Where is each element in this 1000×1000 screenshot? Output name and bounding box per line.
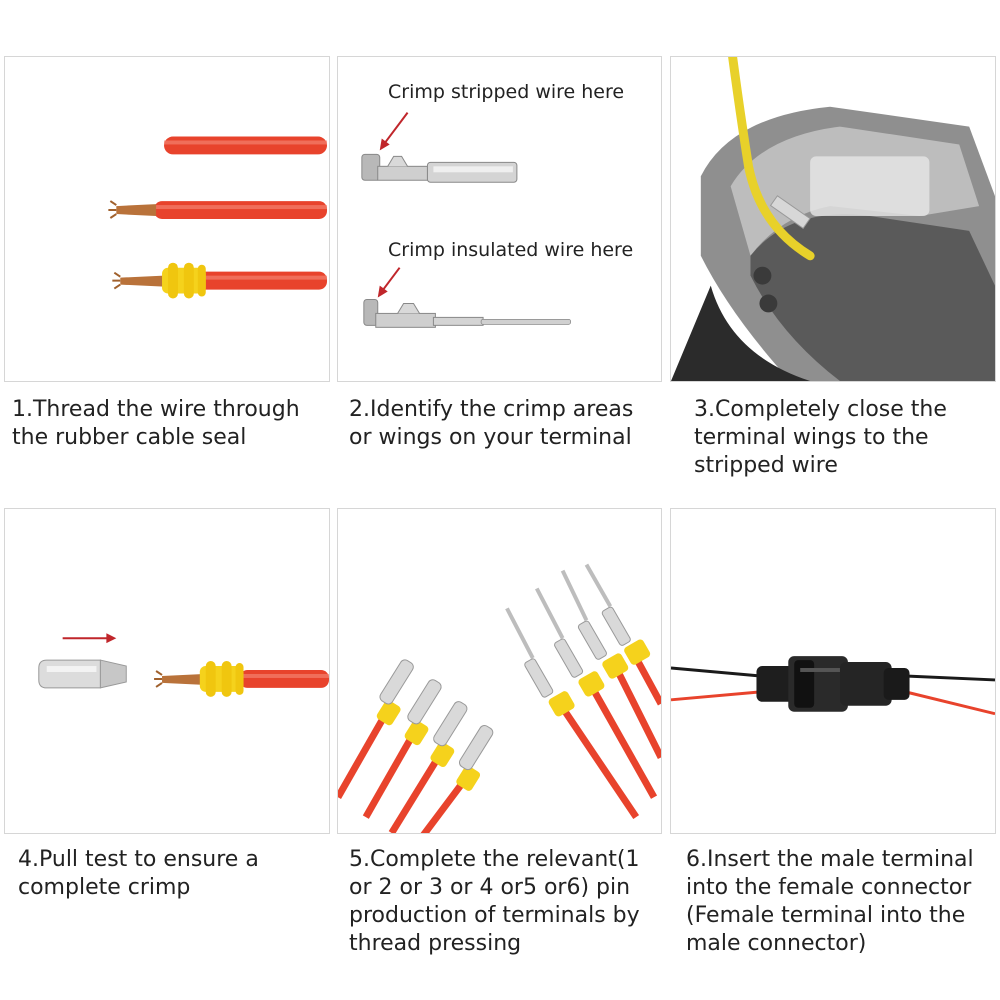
male-terminal xyxy=(363,299,571,328)
red-arrow xyxy=(379,112,409,151)
rubber-seal xyxy=(162,262,206,299)
female-terminal-group xyxy=(338,659,494,833)
female-terminal xyxy=(361,153,518,183)
terminal-in-tool xyxy=(769,195,811,230)
step-3-panel xyxy=(670,56,996,382)
step-4-illustration xyxy=(38,633,329,697)
step-6-illustration xyxy=(671,656,995,716)
step-3-caption: 3.Completely close the terminal wings to… xyxy=(694,397,947,478)
step-5-panel xyxy=(337,508,662,834)
step-5-illustration xyxy=(338,563,661,833)
step-6-caption: 6.Insert the male terminal into the fema… xyxy=(686,847,974,956)
crimping-tool xyxy=(671,106,995,381)
step-6-panel xyxy=(670,508,996,834)
step-2-illustration xyxy=(361,112,571,328)
step-1-illustration xyxy=(108,136,328,299)
crimp-insulated-callout: Crimp insulated wire here xyxy=(388,239,634,261)
crimp-stripped-callout: Crimp stripped wire here xyxy=(388,81,625,103)
male-terminal-group xyxy=(505,563,661,820)
step-3-illustration xyxy=(671,57,995,381)
red-arrow xyxy=(62,633,117,644)
red-arrow xyxy=(377,267,401,298)
wire-with-seal xyxy=(112,262,328,299)
black-connector xyxy=(756,656,910,712)
step-1-caption: 1.Thread the wire through the rubber cab… xyxy=(12,397,300,450)
crimped-terminal xyxy=(38,659,127,689)
step-5-caption: 5.Complete the relevant(1 or 2 or 3 or 4… xyxy=(349,847,640,956)
step-4-panel xyxy=(4,508,330,834)
connector-wires xyxy=(671,666,995,716)
step-2-caption: 2.Identify the crimp areas or wings on y… xyxy=(349,397,634,450)
step-4-caption: 4.Pull test to ensure a complete crimp xyxy=(18,847,259,900)
insulated-wire xyxy=(164,136,328,155)
stripped-wire xyxy=(108,200,328,219)
step-2-panel: Crimp stripped wire here Crimp insulated… xyxy=(337,56,662,382)
wire-with-seal xyxy=(154,661,329,697)
yellow-wire xyxy=(728,57,815,261)
step-1-panel xyxy=(4,56,330,382)
